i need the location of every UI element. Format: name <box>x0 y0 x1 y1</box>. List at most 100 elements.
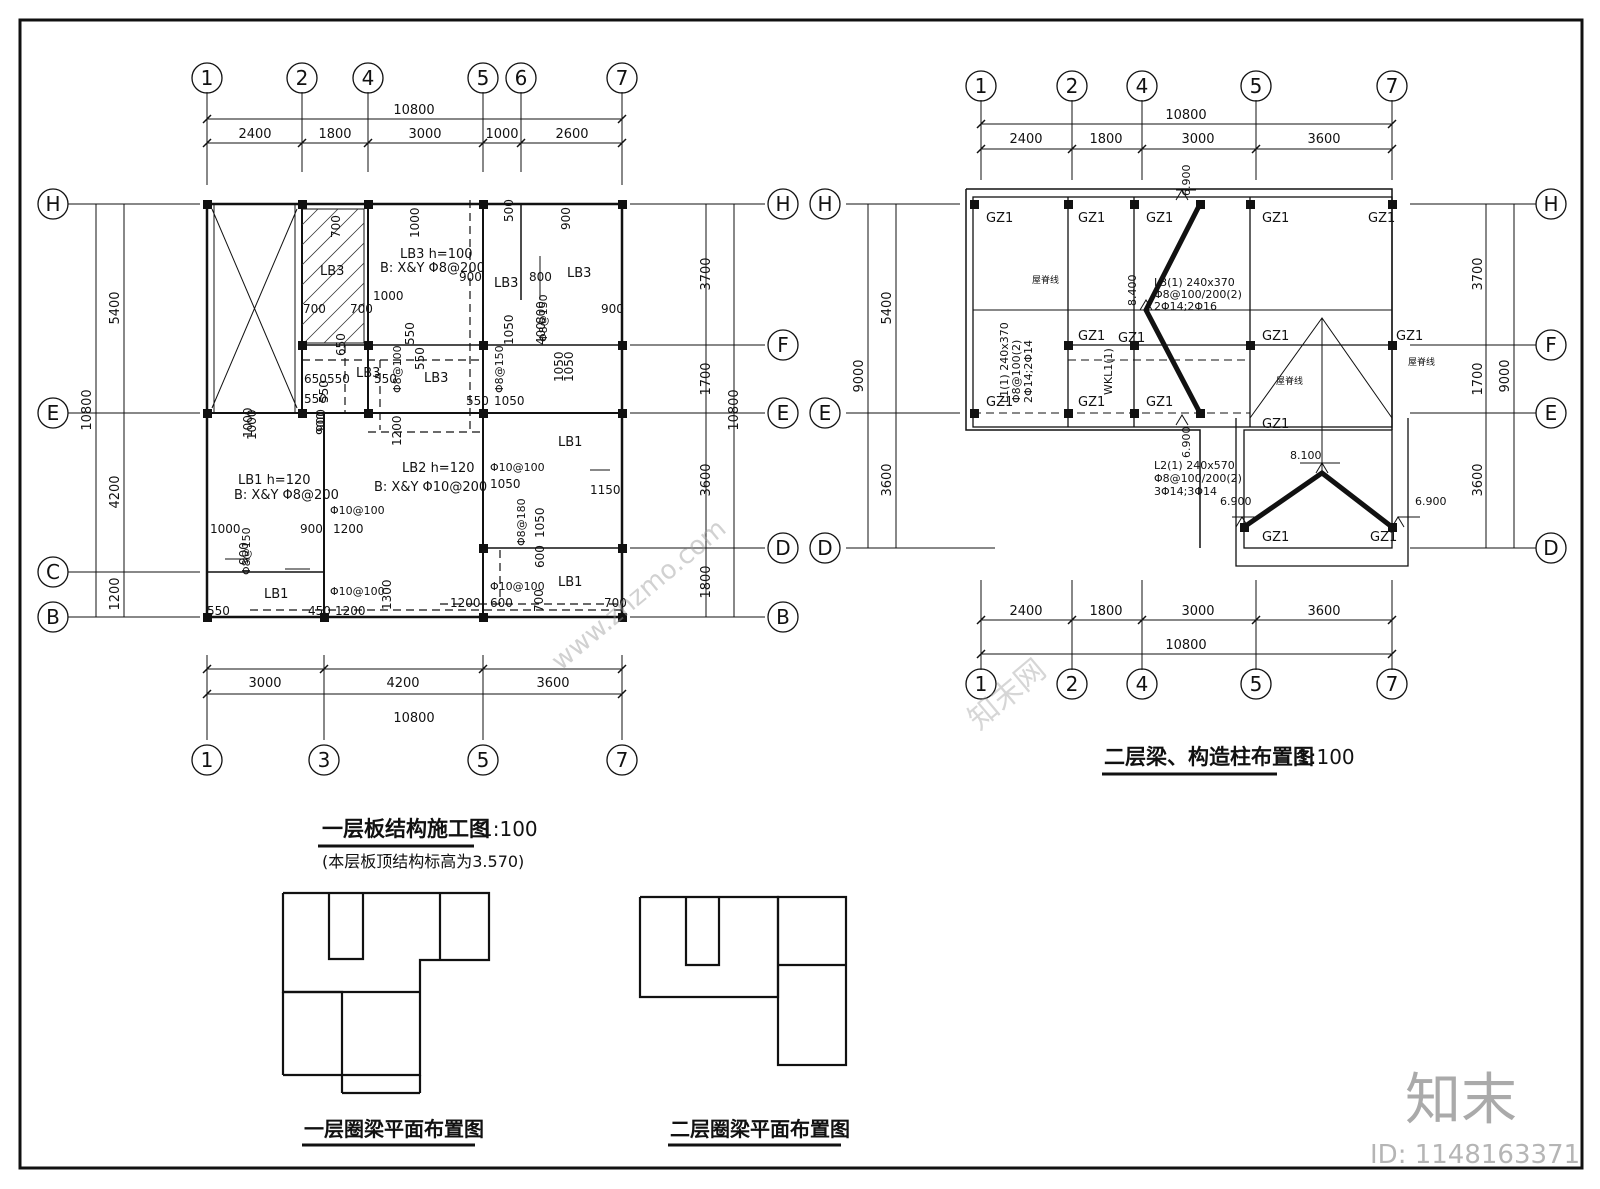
beam-label: L1(1) 240x370 <box>998 322 1011 403</box>
slab-label: LB1 <box>558 435 582 450</box>
axis-label: D <box>775 536 790 560</box>
small-dim: 1050 <box>552 351 566 382</box>
ridge-tag: 屋脊线 <box>1276 375 1303 387</box>
dim-ticks <box>976 119 1397 659</box>
beam-label: Φ8@100/200(2) <box>1154 472 1242 485</box>
dim-value: 2400 <box>238 127 271 142</box>
axis-label: 1 <box>201 748 214 772</box>
beam-label: 2Φ14;2Φ16 <box>1154 300 1217 313</box>
small-dim: 1000 <box>241 407 255 438</box>
gz-tag: GZ1 <box>986 395 1013 410</box>
axis-label: F <box>777 333 789 357</box>
title: 二层圈梁平面布置图 <box>670 1117 850 1141</box>
wall-line <box>972 196 1393 428</box>
axis-label: 1 <box>975 672 988 696</box>
gz-tag: GZ1 <box>1262 530 1289 545</box>
small-dim: 1050 <box>494 394 525 408</box>
rebar-label: Φ10@100 <box>330 585 385 598</box>
small-dim: 550 <box>317 380 331 403</box>
small-dim: 900 <box>601 302 624 316</box>
elevation-value: 8.400 <box>1126 275 1139 307</box>
elevation-value: 6.900 <box>1220 495 1252 508</box>
dim-ticks <box>202 114 627 699</box>
axis-label: 5 <box>477 748 490 772</box>
left-dim-text: 10800 2400 1800 3000 1000 2600 3000 4200… <box>80 103 742 726</box>
columns <box>203 200 627 622</box>
right-dim-text: 10800 2400 1800 3000 3600 2400 1800 3000… <box>852 108 1513 653</box>
watermark-logo: 知末 <box>1405 1068 1517 1133</box>
gz-tag: GZ1 <box>986 211 1013 226</box>
axis-label: 2 <box>1066 74 1079 98</box>
small-dim: 900 <box>459 270 482 284</box>
ring-beam-plan-2 <box>638 895 848 1067</box>
gz-tag: GZ1 <box>1146 395 1173 410</box>
dim-value: 9000 <box>852 359 867 392</box>
gz-tag: GZ1 <box>1262 211 1289 226</box>
right-axis-labels: 1 2 4 5 7 1 2 4 5 7 H E D H F E D <box>817 74 1558 696</box>
dim-value: 1800 <box>1089 132 1122 147</box>
small-dim: 900 <box>300 522 323 536</box>
gz-tag: GZ1 <box>1146 211 1173 226</box>
gz-tag: GZ1 <box>1368 211 1395 226</box>
dim-value: 4200 <box>108 475 123 508</box>
hatched-slab <box>301 208 365 344</box>
elevation-value: 6.900 <box>1180 427 1193 459</box>
gz-tag: GZ1 <box>1370 530 1397 545</box>
slab-label: B: X&Y Φ10@200 <box>374 480 487 495</box>
elevation-markers <box>1139 189 1420 528</box>
small-dim: 1200 <box>333 522 364 536</box>
axis-label: H <box>775 192 790 216</box>
slab-label: LB3 <box>424 371 448 386</box>
dim-lines <box>95 118 735 695</box>
dim-value: 10800 <box>393 711 434 726</box>
axis-lines <box>846 100 1536 670</box>
gz-labels: GZ1 GZ1 GZ1 GZ1 GZ1 GZ1 GZ1 GZ1 GZ1 GZ1 … <box>986 211 1423 545</box>
dim-value: 3600 <box>536 676 569 691</box>
gz-tag: GZ1 <box>1262 329 1289 344</box>
dim-value: 5400 <box>108 291 123 324</box>
dim-value: 3700 <box>699 257 714 290</box>
title-scale: 1:100 <box>480 817 538 841</box>
hatch-lines <box>301 208 365 344</box>
small-dim: 550 <box>403 322 417 345</box>
left-rebar-labels: Φ10@100 Φ10@100 Φ10@100 Φ10@100 Φ8@150 Φ… <box>240 294 550 598</box>
small-dim: 500 <box>502 199 516 222</box>
rebar-label: Φ8@150 <box>240 527 253 575</box>
beam-labels: L3(1) 240x370 Φ8@100/200(2) 2Φ14;2Φ16 L2… <box>998 276 1242 498</box>
axis-label: E <box>1545 401 1558 425</box>
slab-label: LB3 <box>567 266 591 281</box>
small-dim: 600 <box>533 545 547 568</box>
small-dim: 700 <box>604 596 627 610</box>
dim-value: 4200 <box>386 676 419 691</box>
dim-value: 1700 <box>699 362 714 395</box>
axis-label: 2 <box>1066 672 1079 696</box>
small-dim: 1000 <box>210 522 241 536</box>
left-axis-labels: 1 2 4 5 6 7 1 3 5 7 H E C B H F E D B <box>45 66 790 772</box>
dim-value: 3700 <box>1471 257 1486 290</box>
axis-label: 7 <box>1386 672 1399 696</box>
dim-value: 10800 <box>1165 108 1206 123</box>
lower-bay <box>1243 429 1393 549</box>
axis-label: 6 <box>515 66 528 90</box>
ring-beam-plan-1 <box>281 891 491 1095</box>
roof-beam-l3 <box>1143 202 1203 415</box>
slab-label: LB1 h=120 <box>238 473 311 488</box>
axis-label: F <box>1545 333 1557 357</box>
small-dim: 550 <box>413 347 427 370</box>
gz-tag: GZ1 <box>1118 331 1145 346</box>
beam-label: WKL1(1) <box>1102 348 1115 395</box>
axis-label: 1 <box>201 66 214 90</box>
small-dim: 600 <box>490 596 513 610</box>
ring-beam-1-title: 一层圈梁平面布置图 <box>302 1117 484 1147</box>
left-slab-labels: LB3 LB3 h=100 B: X&Y Φ8@200 LB3 LB3 LB3 … <box>234 247 591 602</box>
dim-value: 1800 <box>1089 604 1122 619</box>
small-dim: 400 <box>534 322 548 345</box>
left-axis-bubbles <box>37 62 799 776</box>
rebar-label: Φ8@180 <box>515 498 528 546</box>
dim-value: 10800 <box>727 389 742 430</box>
slab-label: LB3 h=100 <box>400 247 473 262</box>
dim-value: 1800 <box>699 565 714 598</box>
small-dim: 1050 <box>562 351 576 382</box>
beam-label: Φ8@100(2) <box>1010 340 1023 403</box>
small-dim: 1050 <box>502 314 516 345</box>
